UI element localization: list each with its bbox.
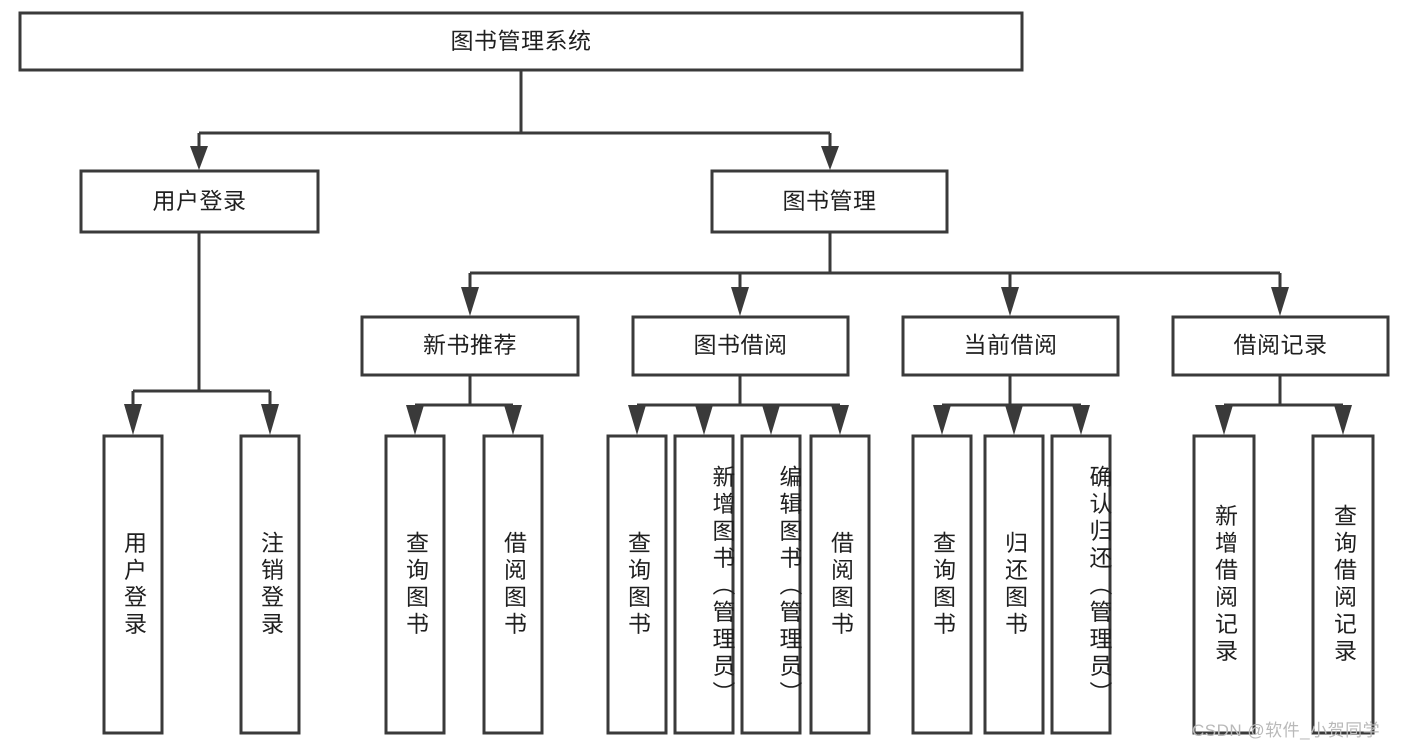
node-box-leaf-return-book[interactable] [983, 434, 1045, 735]
arrowhead-borrow-record [1271, 287, 1289, 316]
node-box-new-book-recommend[interactable] [360, 315, 580, 377]
node-box-leaf-logout[interactable] [239, 434, 301, 735]
arrowhead-leaf-edit-book [762, 405, 780, 435]
node-box-leaf-borrow-book-1[interactable] [482, 434, 544, 735]
node-box-book-borrow[interactable] [631, 315, 850, 377]
arrowhead-leaf-query-book-1 [406, 405, 424, 435]
node-box-leaf-borrow-book-2[interactable] [809, 434, 871, 735]
node-box-user-login[interactable] [79, 169, 320, 234]
arrowhead-leaf-logout [261, 404, 279, 435]
node-box-leaf-query-book-1[interactable] [384, 434, 446, 735]
arrowhead-leaf-add-record [1215, 405, 1233, 435]
node-box-borrow-record[interactable] [1171, 315, 1390, 377]
arrowhead-book-management [821, 146, 839, 170]
csdn-watermark: CSDN @软件_小贺同学 [1192, 721, 1381, 740]
node-box-leaf-confirm-return[interactable] [1050, 434, 1112, 735]
node-box-current-borrow[interactable] [901, 315, 1120, 377]
node-box-leaf-query-book-3[interactable] [911, 434, 973, 735]
arrowhead-leaf-borrow-book-1 [504, 405, 522, 435]
arrowhead-leaf-return-book [1005, 405, 1023, 435]
node-box-leaf-edit-book[interactable] [740, 434, 802, 735]
arrowhead-new-book-recommend [461, 287, 479, 316]
arrowhead-current-borrow [1001, 287, 1019, 316]
node-box-leaf-query-record[interactable] [1311, 434, 1375, 735]
connectors-layer [124, 70, 1352, 435]
node-box-leaf-user-login[interactable] [102, 434, 164, 735]
arrowhead-leaf-query-book-2 [628, 405, 646, 435]
arrowhead-book-borrow [731, 287, 749, 316]
node-boxes-layer [18, 11, 1390, 735]
arrowhead-leaf-query-book-3 [933, 405, 951, 435]
node-box-leaf-add-book[interactable] [673, 434, 735, 735]
arrowhead-leaf-add-book [695, 405, 713, 435]
node-box-leaf-query-book-2[interactable] [606, 434, 668, 735]
node-box-leaf-add-record[interactable] [1192, 434, 1256, 735]
arrowhead-user-login [190, 146, 208, 170]
node-box-root[interactable] [18, 11, 1024, 72]
arrowhead-leaf-confirm-return [1072, 405, 1090, 435]
node-box-book-management[interactable] [710, 169, 949, 234]
arrowhead-leaf-query-record [1334, 405, 1352, 435]
arrowhead-leaf-borrow-book-2 [831, 405, 849, 435]
arrowhead-leaf-user-login [124, 404, 142, 435]
